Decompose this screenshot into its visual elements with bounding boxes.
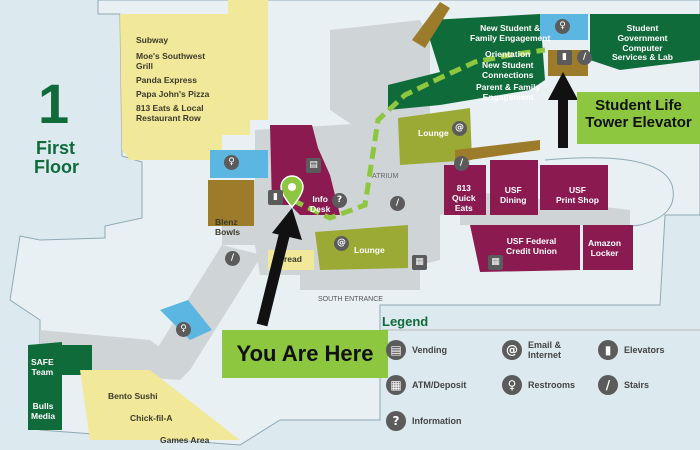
room-label-games-area: Games Area <box>160 435 210 445</box>
tower-elevator-arrow-icon <box>548 72 578 148</box>
food-item: Moe's Southwest <box>136 51 206 61</box>
floor-label-line1: First <box>36 138 76 158</box>
block-sg <box>590 14 700 70</box>
room-label-new-student: New Student &Family Engagement <box>470 23 551 43</box>
block-blue-south <box>160 300 212 340</box>
restroom-icon: ♀ <box>176 322 191 337</box>
legend-item-atm: ▦ ATM/Deposit <box>386 375 466 395</box>
legend-item-restrooms: ♀ Restrooms <box>502 375 575 395</box>
outline-curve <box>544 157 674 231</box>
location-pin-icon <box>280 175 304 209</box>
block-usf-dining <box>490 160 538 215</box>
atm-icon: ▦ <box>412 255 427 270</box>
vending-icon: ▤ <box>386 340 406 360</box>
area-label-atrium: ATRIUM <box>372 173 399 180</box>
block-813 <box>444 165 486 215</box>
block-blue-west <box>210 150 268 178</box>
legend-title: Legend <box>382 314 429 329</box>
block-safe <box>28 342 62 430</box>
atm-icon: ▦ <box>386 375 406 395</box>
floor-label-line2: Floor <box>34 157 79 177</box>
legend-item-email: @ Email & Internet <box>502 340 580 361</box>
stairs-icon: / <box>225 251 240 266</box>
legend-item-stairs: / Stairs <box>598 375 649 395</box>
food-item: Papa John's Pizza <box>136 89 210 99</box>
walking-path <box>290 47 546 221</box>
callout-you-are-here: You Are Here <box>222 330 388 378</box>
block-print-shop <box>540 165 608 210</box>
email-icon: @ <box>334 236 349 251</box>
legend-item-elevators: ▮ Elevators <box>598 340 665 360</box>
restroom-icon: ♀ <box>555 19 570 34</box>
block-blenz <box>208 180 254 226</box>
restroom-icon: ♀ <box>224 155 239 170</box>
room-label-lounge-north: Lounge <box>418 128 449 138</box>
elevator-icon: ▮ <box>268 190 283 205</box>
food-court-area <box>98 0 265 160</box>
food-court-bottom <box>80 370 240 440</box>
floor-number: 1 <box>38 72 70 135</box>
food-item: Grill <box>136 61 154 71</box>
information-icon: ? <box>332 193 347 208</box>
stairs-icon: / <box>390 196 405 211</box>
food-item: Subway <box>136 35 169 45</box>
elevator-icon: ▮ <box>557 50 572 65</box>
food-item: Restaurant Row <box>136 113 201 123</box>
room-label-chick-fil-a: Chick-fil-A <box>130 413 173 423</box>
food-item: 813 Eats & Local <box>136 103 204 113</box>
legend-item-vending: ▤ Vending <box>386 340 447 360</box>
stairs-icon: / <box>598 375 618 395</box>
email-icon: @ <box>502 340 522 361</box>
restroom-icon: ♀ <box>502 375 522 395</box>
block-olive-ne <box>455 140 540 162</box>
room-label-bread: read <box>284 254 302 264</box>
room-label-orientation: Orientation <box>485 49 531 59</box>
food-item: Panda Express <box>136 75 197 85</box>
area-label-south-entrance: SOUTH ENTRANCE <box>318 296 383 303</box>
legend-item-information: ? Information <box>386 411 462 431</box>
atm-icon: ▦ <box>488 255 503 270</box>
block-brown-north <box>412 2 450 48</box>
information-icon: ? <box>386 411 406 431</box>
block-amazon <box>583 225 633 270</box>
stairs-icon: / <box>577 50 592 65</box>
stairs-icon: / <box>454 156 469 171</box>
email-icon: @ <box>452 121 467 136</box>
vending-icon: ▤ <box>306 158 321 173</box>
room-label-lounge-south: Lounge <box>354 245 385 255</box>
you-are-here-arrow-icon <box>256 208 302 327</box>
room-label-bento-sushi: Bento Sushi <box>108 391 158 401</box>
corridor-diagonal <box>150 245 262 370</box>
elevator-icon: ▮ <box>598 340 618 360</box>
food-court-top <box>228 0 268 120</box>
